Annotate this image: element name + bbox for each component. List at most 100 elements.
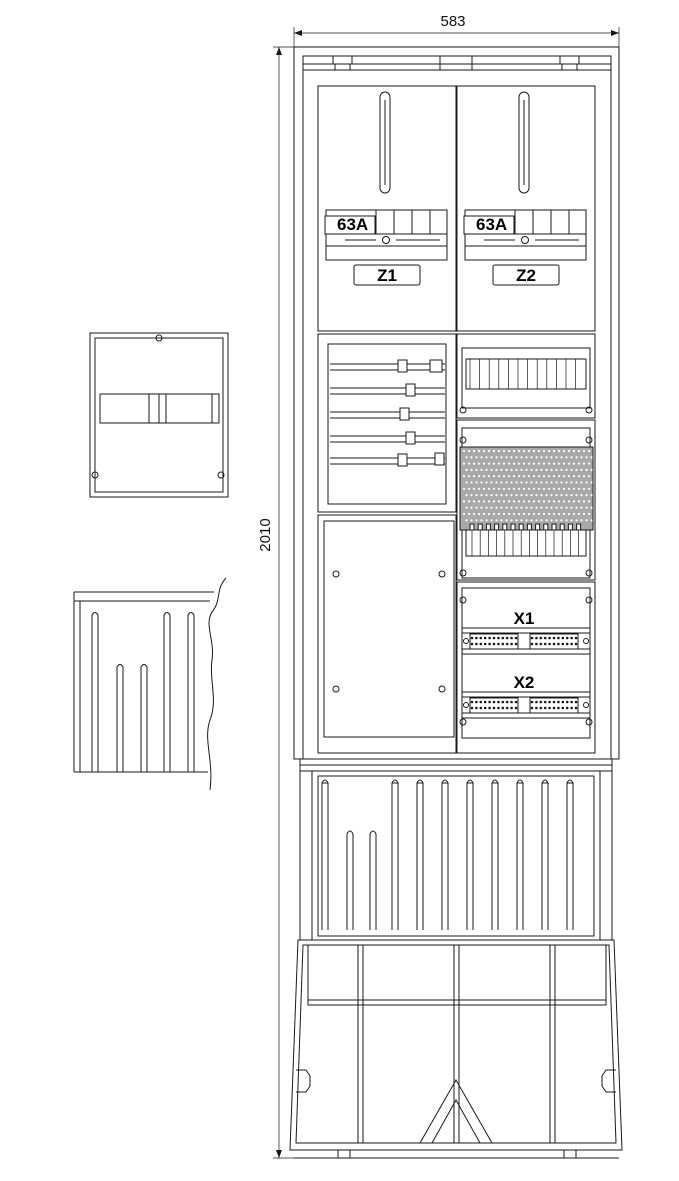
terminal-screw: [559, 523, 565, 531]
perforation-hole: [557, 500, 561, 503]
perforation-hole: [480, 494, 483, 497]
connector-pin: [501, 706, 505, 710]
perforation-hole: [490, 494, 493, 497]
perforation-hole: [572, 500, 576, 503]
perforation-hole: [502, 500, 506, 503]
connector-pin: [510, 642, 513, 646]
connector-pin: [501, 636, 505, 640]
terminal-screw: [485, 523, 491, 531]
connector-pin: [539, 700, 543, 704]
perforation-hole: [545, 481, 548, 484]
perforation-hole: [475, 519, 478, 522]
perforation-hole: [582, 475, 586, 478]
perforation-hole: [515, 494, 518, 497]
connector-pin: [514, 706, 518, 710]
perforation-hole: [477, 462, 481, 465]
perforation-hole: [512, 449, 516, 453]
connector-x1: [461, 627, 591, 655]
terminal-rail: [465, 529, 587, 557]
connector-pin: [514, 642, 518, 646]
perforation-hole: [502, 475, 506, 478]
connector-pin: [535, 636, 538, 640]
connector-pin: [505, 700, 509, 704]
connector-pin: [543, 642, 547, 646]
connector-pin: [492, 642, 496, 646]
perforation-hole: [465, 494, 468, 497]
perforation-hole: [482, 512, 486, 516]
vent-slot: [541, 779, 549, 930]
perforation-hole: [510, 494, 513, 497]
connector-pin: [475, 700, 478, 704]
perforation-hole: [482, 462, 486, 465]
perforation-hole: [517, 462, 521, 465]
perforation-hole: [475, 468, 478, 471]
perforation-hole: [520, 468, 523, 471]
perforation-hole: [540, 481, 543, 484]
perforation-hole: [540, 456, 543, 459]
perforation-hole: [517, 475, 521, 478]
connector-pin: [501, 700, 505, 704]
connector-pin: [552, 700, 556, 704]
perforation-hole: [490, 468, 493, 471]
terminal-screw: [551, 523, 557, 531]
perforation-hole: [472, 475, 476, 478]
perforation-hole: [480, 468, 483, 471]
meter-z2-rating: 63A: [476, 215, 507, 234]
perforation-hole: [555, 468, 558, 471]
perforation-hole: [572, 487, 576, 490]
busbar-clamp: [397, 359, 408, 373]
meter-z1: 63A Z1: [317, 85, 457, 332]
perforation-hole: [510, 506, 513, 509]
connector-pin: [561, 636, 565, 640]
perforation-hole: [552, 487, 556, 490]
perforation-hole: [487, 500, 491, 503]
perforation-hole: [475, 481, 478, 484]
perforation-hole: [520, 481, 523, 484]
terminal-screw: [477, 523, 483, 531]
perforation-hole: [527, 449, 531, 453]
perforation-hole: [467, 449, 471, 453]
vent-slot: [369, 830, 377, 930]
connector-pin: [470, 706, 474, 710]
perforation-hole: [550, 468, 553, 471]
perforation-hole: [587, 487, 591, 490]
perforation-hole: [477, 500, 481, 503]
perforation-hole: [570, 506, 573, 509]
perforation-hole: [585, 519, 588, 522]
perforation-hole: [547, 462, 551, 465]
perforation-hole: [542, 449, 546, 453]
perforation-hole: [502, 512, 506, 516]
perforation-hole: [467, 487, 471, 490]
connector-pin: [565, 706, 569, 710]
perforation-hole: [492, 449, 496, 453]
connector-pin: [479, 636, 483, 640]
connector-pin: [492, 706, 496, 710]
connector-x2-label: X2: [514, 673, 535, 692]
perforation-hole: [590, 481, 593, 484]
perforation-hole: [587, 462, 591, 465]
perforation-hole: [527, 500, 531, 503]
perforation-hole: [540, 519, 543, 522]
perforation-hole: [522, 449, 526, 453]
perforation-hole: [472, 512, 476, 516]
connector-pin: [479, 706, 483, 710]
perforation-hole: [535, 481, 538, 484]
perforation-hole: [562, 475, 566, 478]
perforation-hole: [530, 519, 533, 522]
perforation-hole: [487, 487, 491, 490]
perforation-hole: [525, 481, 528, 484]
perforation-hole: [500, 519, 503, 522]
perforation-hole: [495, 494, 498, 497]
perforation-hole: [525, 506, 528, 509]
perforation-hole: [557, 449, 561, 453]
perforation-hole: [580, 506, 583, 509]
perforation-hole: [500, 506, 503, 509]
perforation-hole: [525, 494, 528, 497]
perforation-hole: [577, 487, 581, 490]
perforation-hole: [542, 475, 546, 478]
perforation-hole: [545, 468, 548, 471]
perforation-hole: [500, 456, 503, 459]
connector-pin: [552, 636, 556, 640]
perforation-hole: [490, 506, 493, 509]
perforation-hole: [472, 500, 476, 503]
